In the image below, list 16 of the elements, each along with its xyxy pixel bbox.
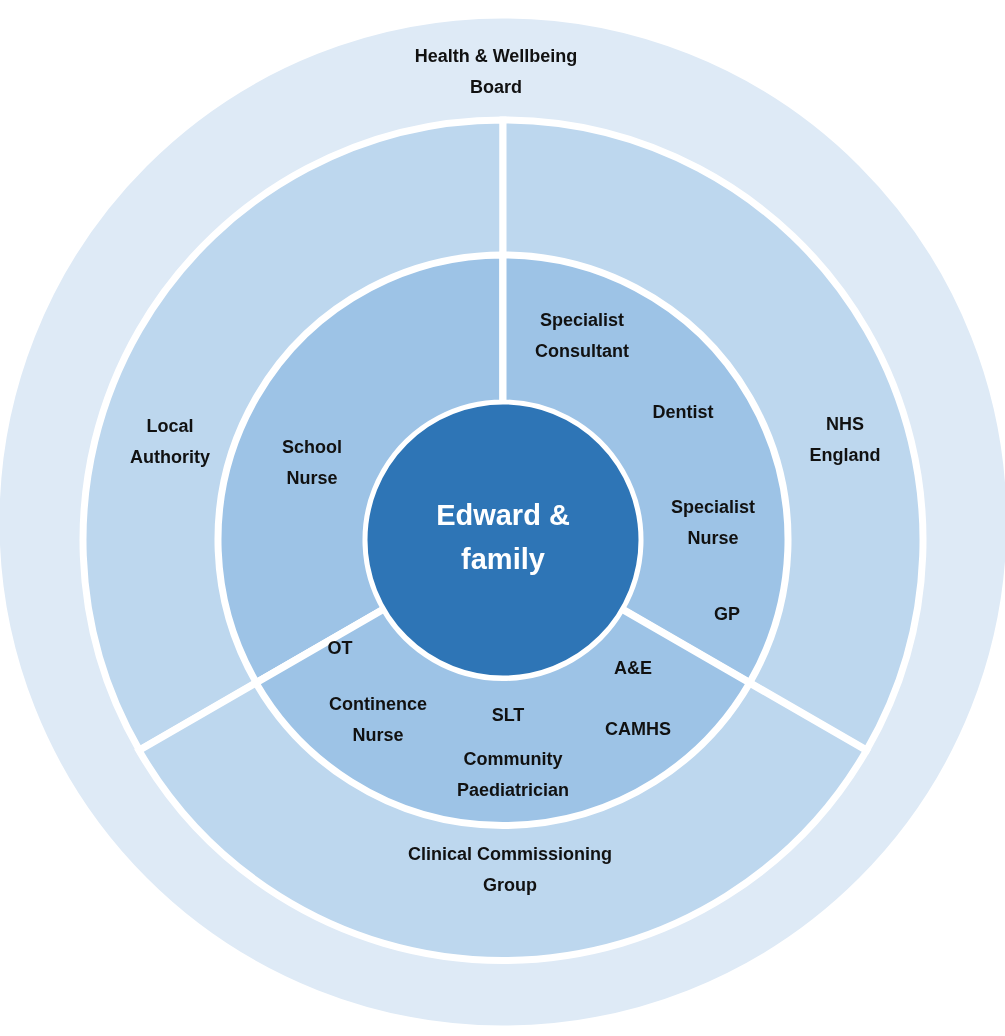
role-label: Continence Nurse [327,693,428,747]
role-label: OT [326,636,354,660]
center-label: Edward & family [435,498,571,577]
role-label: Local Authority [129,415,211,469]
role-label: Community Paediatrician [455,748,570,802]
role-label: Clinical Commissioning Group [406,843,613,897]
role-label: CAMHS [604,717,672,741]
role-label: Dentist [651,400,715,424]
role-label: SLT [490,703,526,727]
title-label: Health & Wellbeing Board [413,45,579,99]
role-label: Specialist Nurse [669,496,756,550]
role-label: School Nurse [281,436,343,490]
role-label: Specialist Consultant [534,309,630,363]
role-label: GP [713,602,741,626]
role-label: NHS England [808,413,882,467]
role-label: A&E [612,656,653,680]
